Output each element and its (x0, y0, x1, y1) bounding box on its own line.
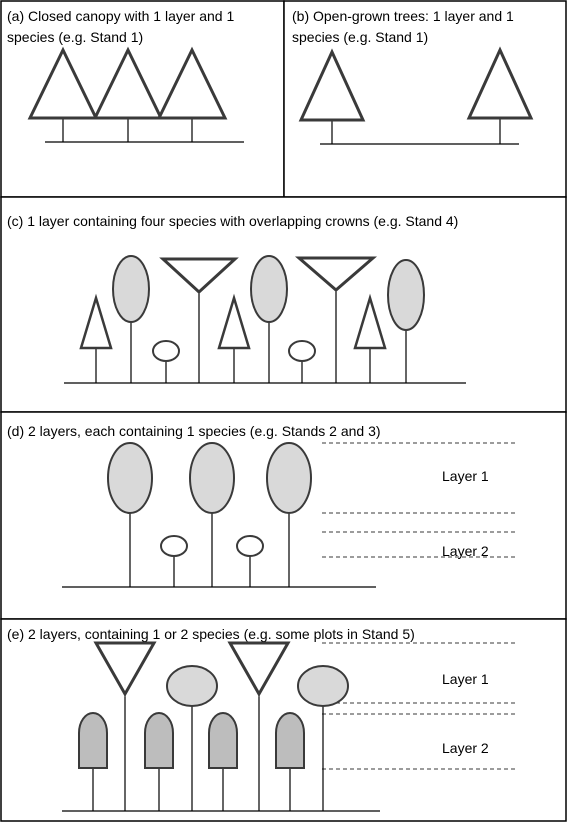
panel-e-layer2-label: Layer 2 (442, 740, 489, 756)
panel-e-bullet-crown-2 (144, 712, 174, 769)
panel-c: (c) 1 layer containing four species with… (0, 196, 567, 413)
panel-e-bullet-crown-3 (208, 712, 238, 769)
panel-e-layer1-label: Layer 1 (442, 671, 489, 687)
panel-b-conifer-crown-2 (466, 46, 534, 120)
panel-a: (a) Closed canopy with 1 layer and 1 spe… (0, 0, 285, 198)
panel-e-oval-crown-2 (297, 665, 349, 707)
panel-b-title-line2: species (e.g. Stand 1) (292, 29, 428, 45)
panel-b-conifer-crown-1 (298, 48, 366, 122)
panel-e-oval-crown-1 (166, 665, 218, 707)
panel-e-title: (e) 2 layers, containing 1 or 2 species … (7, 626, 415, 642)
panel-c-oval-crown-1 (112, 255, 150, 323)
panel-d-title: (d) 2 layers, each containing 1 species … (7, 423, 381, 439)
panel-c-small-round-crown-1 (152, 340, 180, 362)
panel-c-inverted-crown-2 (294, 256, 378, 292)
panel-c-inverted-crown-1 (159, 257, 239, 295)
panel-e-bullet-crown-1 (78, 712, 108, 769)
panel-a-title-line1: (a) Closed canopy with 1 layer and 1 (7, 8, 234, 24)
panel-a-conifer-crown-2 (92, 46, 164, 120)
panel-c-small-conifer-crown-2 (217, 293, 251, 350)
panel-e-inverted-crown-1 (93, 641, 157, 698)
panel-c-oval-crown-3 (387, 259, 425, 331)
panel-e-inverted-crown-2 (227, 641, 291, 698)
panel-e-bullet-crown-4 (275, 712, 305, 769)
panel-c-small-conifer-crown-3 (353, 293, 387, 350)
panel-d-oval-crown-1 (107, 442, 153, 514)
panel-d-layer2-label: Layer 2 (442, 543, 489, 559)
panel-c-title: (c) 1 layer containing four species with… (7, 213, 458, 229)
panel-e: (e) 2 layers, containing 1 or 2 species … (0, 618, 567, 822)
panel-d-small-round-crown-2 (236, 535, 264, 557)
panel-d-oval-crown-3 (266, 442, 312, 514)
panel-c-oval-crown-2 (250, 255, 288, 323)
panel-d-layer1-label: Layer 1 (442, 468, 489, 484)
panel-a-conifer-crown-3 (156, 46, 228, 120)
panel-c-small-round-crown-2 (288, 340, 316, 362)
panel-d-small-round-crown-1 (160, 535, 188, 557)
panel-c-small-conifer-crown-1 (79, 293, 113, 350)
panel-d-oval-crown-2 (189, 442, 235, 514)
panel-d: (d) 2 layers, each containing 1 species … (0, 411, 567, 620)
panel-a-title-line2: species (e.g. Stand 1) (7, 29, 143, 45)
panel-a-conifer-crown-1 (27, 46, 99, 120)
panel-b: (b) Open-grown trees: 1 layer and 1 spec… (283, 0, 567, 198)
panel-b-title-line1: (b) Open-grown trees: 1 layer and 1 (292, 8, 514, 24)
